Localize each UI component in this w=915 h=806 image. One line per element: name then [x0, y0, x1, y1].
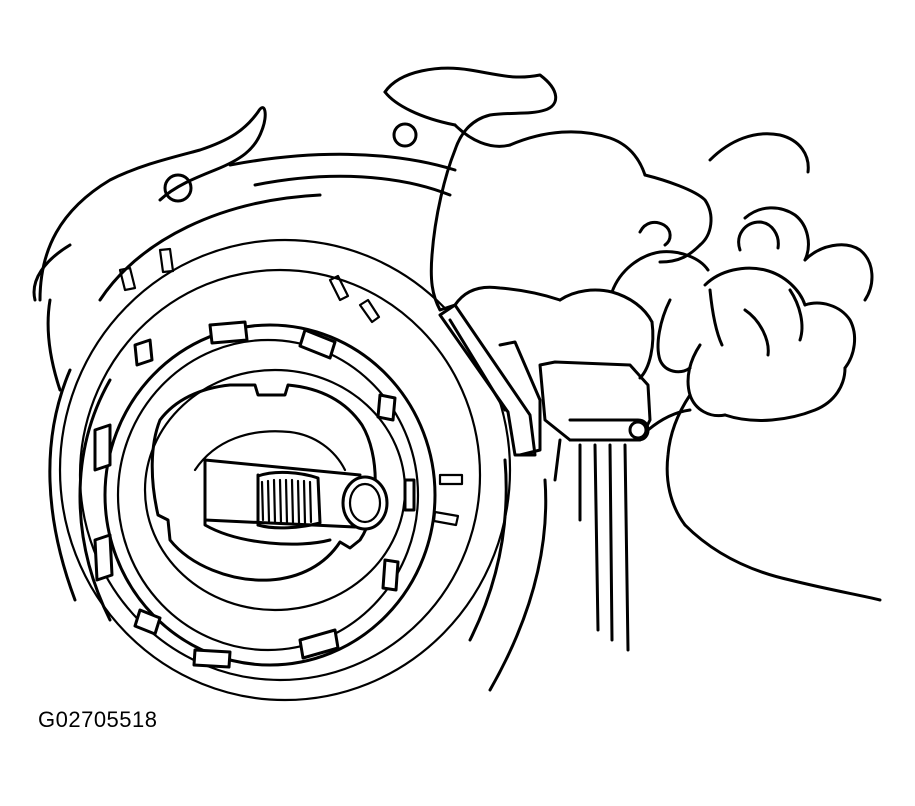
transmission-case: [32, 90, 548, 692]
input-shaft: [203, 458, 389, 546]
figure-code: G02705518: [38, 707, 158, 732]
clutch-hub: [93, 320, 437, 669]
right-hand: [646, 132, 882, 602]
pressure-plate: [143, 368, 407, 612]
left-hand: [383, 66, 713, 380]
clutch-drum: [58, 238, 512, 702]
